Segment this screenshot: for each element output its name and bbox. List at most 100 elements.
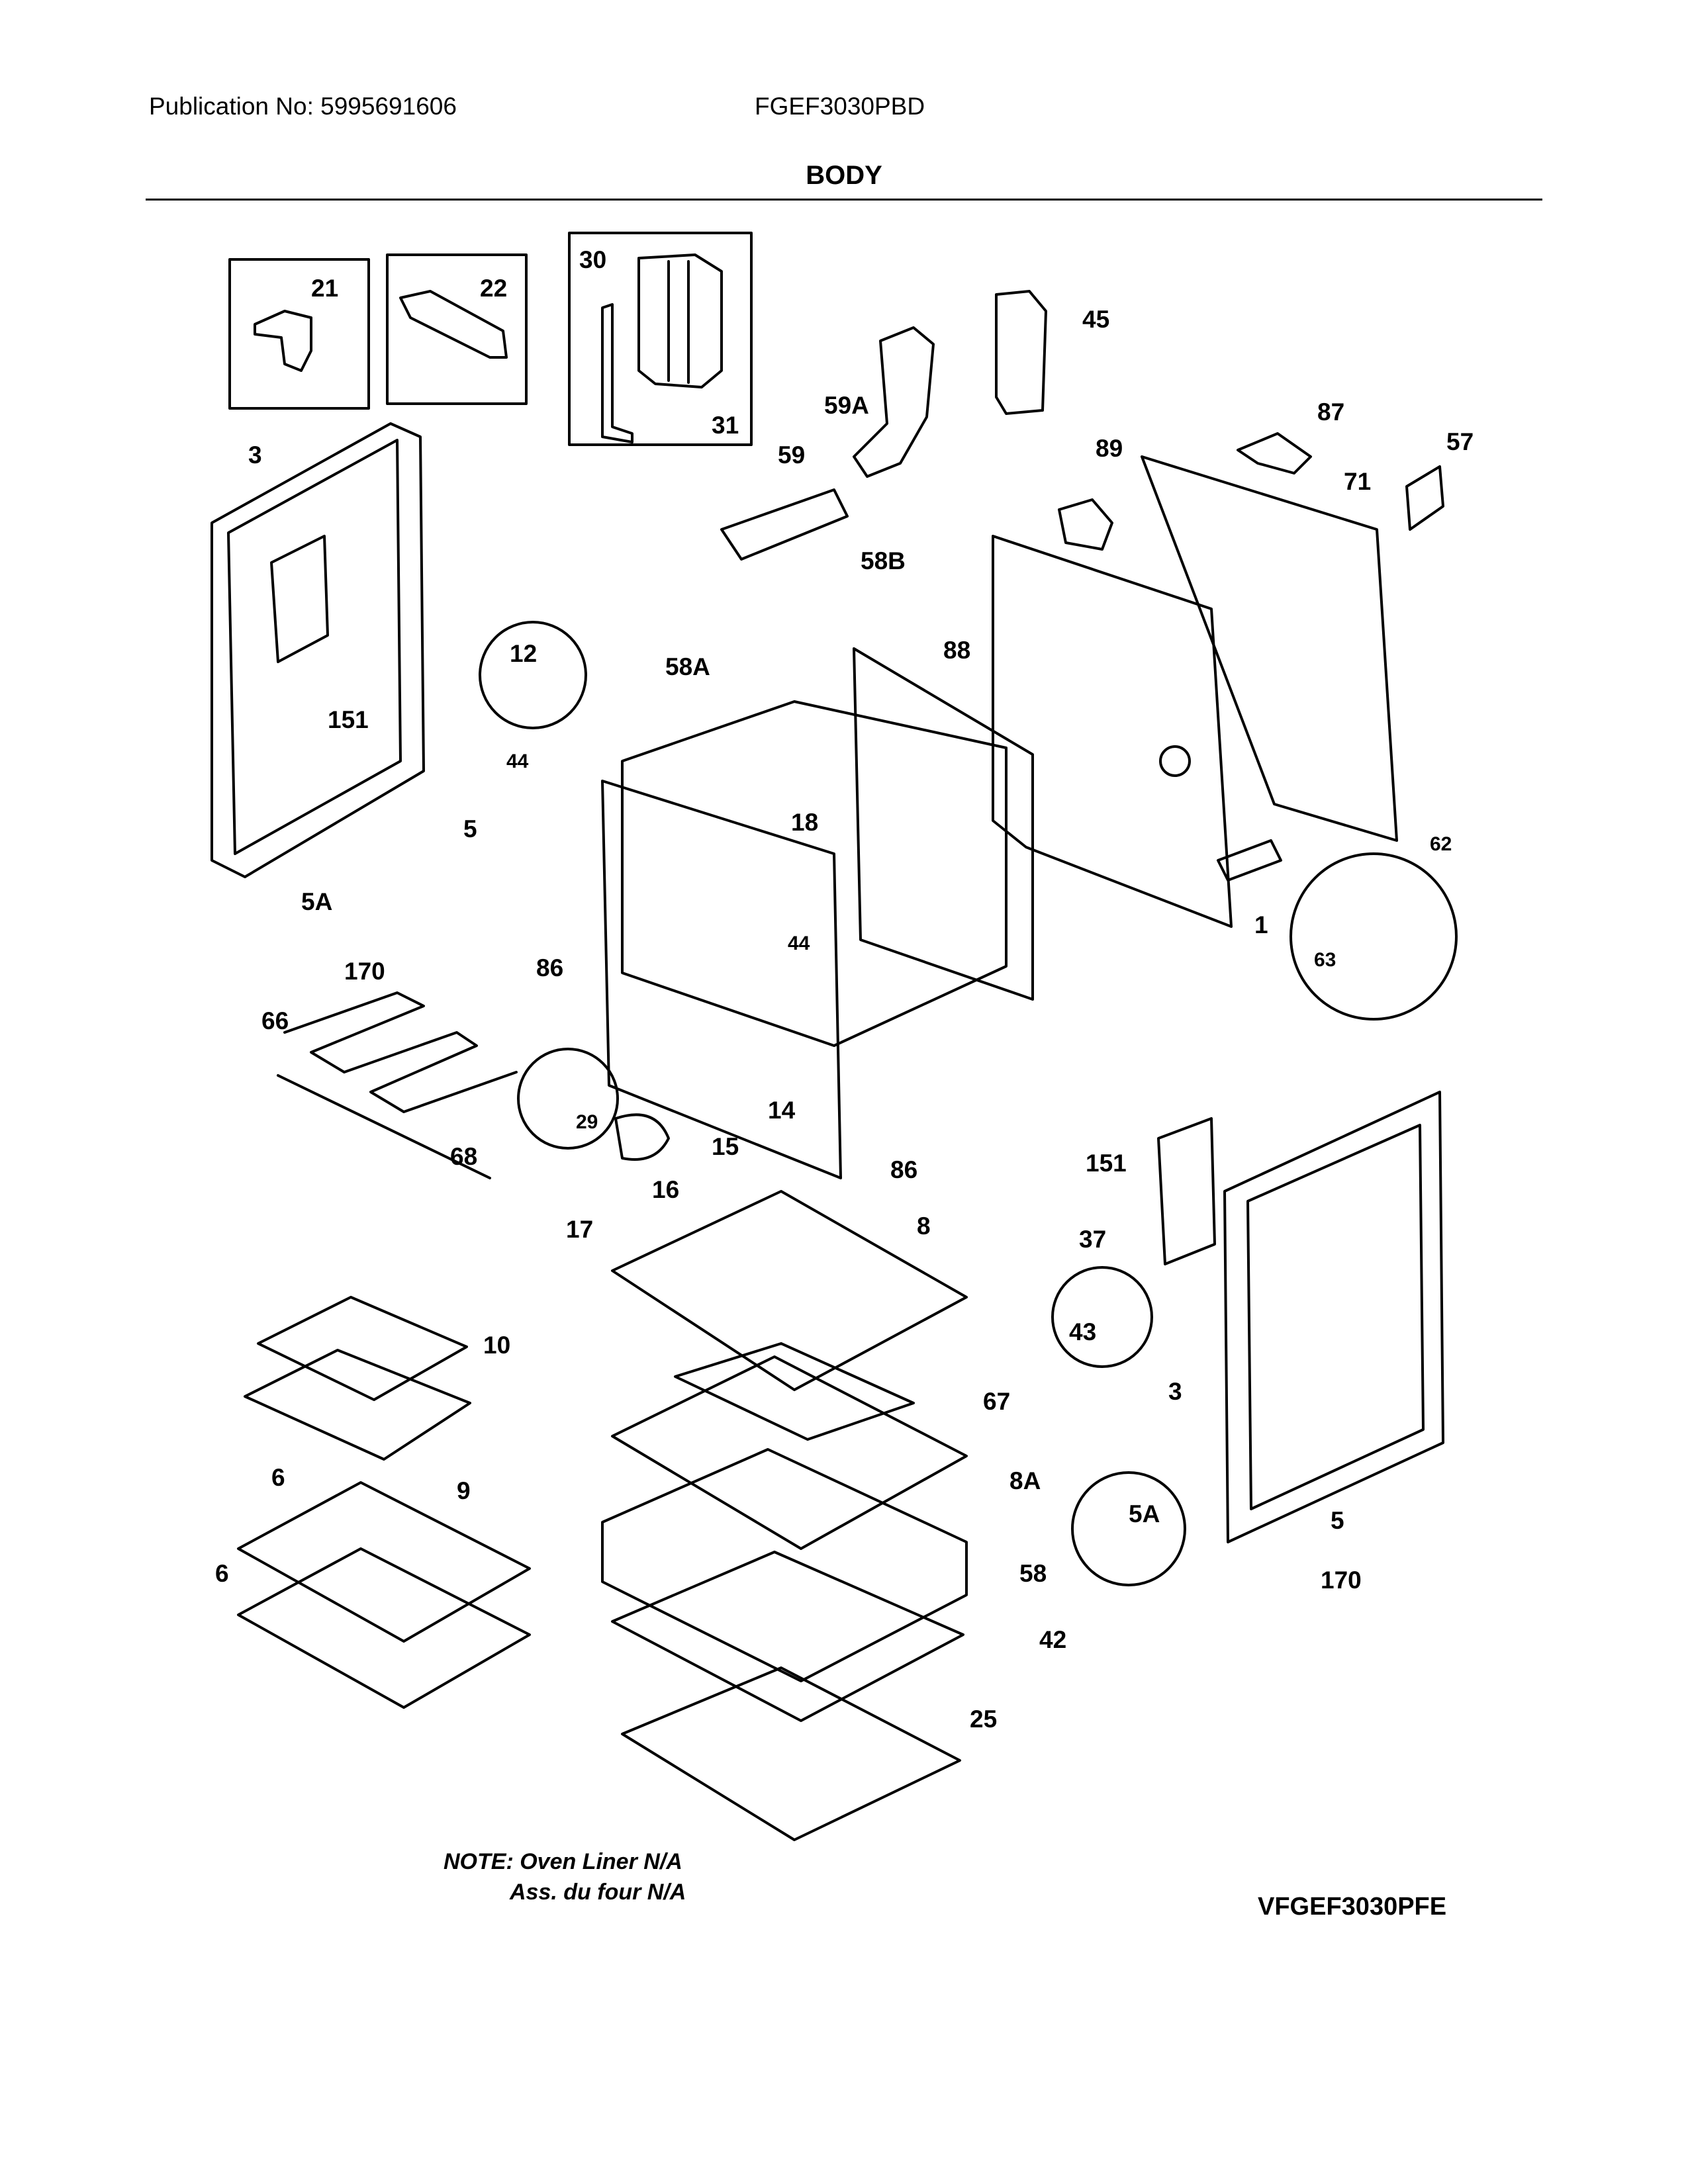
- part-58-bottom-insulation: [601, 1448, 968, 1682]
- callout-44-lower: 44: [788, 933, 810, 954]
- callout-42: 42: [1039, 1626, 1066, 1653]
- part-45-cover: [995, 290, 1047, 415]
- part-21-bracket: [254, 310, 312, 372]
- part-62-magnified: [1289, 852, 1458, 1021]
- part-89-bracket: [1058, 498, 1113, 551]
- part-151-left-bracket: [270, 535, 329, 663]
- callout-17: 17: [566, 1216, 593, 1243]
- callout-21: 21: [311, 275, 338, 302]
- part-6-oven-rack-upper: [237, 1481, 531, 1643]
- part-57-panel: [1405, 465, 1444, 531]
- callout-58a: 58A: [665, 653, 710, 680]
- callout-45: 45: [1082, 306, 1109, 333]
- part-12-magnified: [479, 621, 587, 729]
- callout-44-upper: 44: [506, 751, 529, 772]
- callout-12: 12: [510, 640, 537, 667]
- callout-5a-right: 5A: [1129, 1500, 1160, 1527]
- callout-9: 9: [457, 1477, 471, 1504]
- part-66-broil-element: [283, 991, 518, 1113]
- part-3-left-panel-inner: [227, 439, 402, 855]
- callout-5-left: 5: [463, 815, 477, 842]
- part-22-bracket: [399, 290, 508, 359]
- callout-37: 37: [1079, 1226, 1106, 1253]
- callout-170-right: 170: [1321, 1567, 1362, 1594]
- inset-box-22: [386, 253, 528, 405]
- callout-151-left: 151: [328, 706, 369, 733]
- part-8-oven-bottom: [611, 1190, 968, 1391]
- callout-14: 14: [768, 1097, 796, 1124]
- inset-box-30-31: [568, 232, 753, 446]
- callout-170-left: 170: [344, 958, 385, 985]
- part-58a-oven-wrap: [621, 700, 1008, 1047]
- part-3-right-panel-inner: [1246, 1124, 1425, 1510]
- part-59a-duct: [853, 326, 935, 478]
- part-3-left-side-panel: [211, 422, 425, 878]
- callout-8a: 8A: [1009, 1467, 1041, 1494]
- callout-68: 68: [450, 1143, 477, 1170]
- oven-front-frame: [601, 780, 842, 1179]
- callout-58: 58: [1019, 1560, 1047, 1587]
- callout-62: 62: [1430, 833, 1452, 855]
- back-frame-hole: [1159, 745, 1191, 777]
- callout-88: 88: [943, 637, 970, 664]
- part-87-plate: [1237, 432, 1312, 475]
- part-30-switch: [637, 253, 723, 388]
- oven-liner-note: NOTE: Oven Liner N/A Ass. du four N/A: [444, 1846, 686, 1907]
- note-line-2: Ass. du four N/A: [510, 1880, 686, 1905]
- callout-29: 29: [576, 1111, 598, 1133]
- part-71-back-panel: [1141, 455, 1398, 842]
- callout-30: 30: [579, 246, 606, 273]
- callout-59a: 59A: [824, 392, 869, 419]
- callout-3-left: 3: [248, 441, 262, 469]
- callout-57: 57: [1446, 428, 1474, 455]
- part-151-right-bracket: [1157, 1117, 1216, 1265]
- callout-151-right: 151: [1086, 1150, 1127, 1177]
- callout-31: 31: [712, 412, 739, 439]
- part-67-bake-element: [674, 1342, 915, 1441]
- callout-59: 59: [778, 441, 805, 469]
- part-31-rod: [601, 303, 633, 443]
- callout-6-lower: 6: [215, 1560, 229, 1587]
- part-25-bottom-panel: [621, 1666, 961, 1841]
- callout-16: 16: [652, 1176, 679, 1203]
- part-68-rail: [277, 1074, 491, 1179]
- part-9-broil-pan: [244, 1349, 471, 1461]
- model-number: FGEF3030PBD: [755, 93, 925, 120]
- page-title: BODY: [806, 161, 882, 190]
- callout-8: 8: [917, 1212, 931, 1240]
- part-3-right-side-panel: [1223, 1091, 1444, 1543]
- callout-67: 67: [983, 1388, 1010, 1415]
- part-6-oven-rack-lower: [237, 1547, 531, 1709]
- callout-15: 15: [712, 1133, 739, 1160]
- part-59-duct: [720, 488, 849, 561]
- callout-86-left: 86: [536, 954, 563, 981]
- publication-number: Publication No: 5995691606: [149, 93, 457, 120]
- callout-87: 87: [1317, 398, 1344, 426]
- part-42-bottom-pan: [611, 1551, 964, 1722]
- part-43-magnified: [1051, 1266, 1153, 1368]
- inset-box-21: [228, 258, 370, 410]
- callout-6-upper: 6: [271, 1464, 285, 1491]
- callout-25: 25: [970, 1706, 997, 1733]
- part-62-terminal-block: [1217, 839, 1282, 882]
- callout-58b: 58B: [861, 547, 906, 574]
- part-10-broil-grid: [257, 1296, 468, 1401]
- diagram-code: VFGEF3030PFE: [1258, 1893, 1447, 1921]
- note-line-1: NOTE: Oven Liner N/A: [444, 1849, 682, 1874]
- callout-1: 1: [1254, 911, 1268, 938]
- part-58b-insulation: [853, 647, 1034, 1001]
- part-5a-magnified: [1071, 1471, 1186, 1586]
- callout-18: 18: [791, 809, 818, 836]
- part-8a-bottom-trim: [611, 1355, 968, 1550]
- callout-3-right: 3: [1168, 1378, 1182, 1405]
- callout-66: 66: [261, 1007, 289, 1034]
- part-29-magnified: [517, 1048, 619, 1150]
- callout-43: 43: [1069, 1318, 1096, 1345]
- callout-89: 89: [1096, 435, 1123, 462]
- part-16-lamp-cover: [614, 1113, 670, 1161]
- callout-22: 22: [480, 275, 507, 302]
- callout-5a-left: 5A: [301, 888, 332, 915]
- callout-63: 63: [1314, 949, 1336, 971]
- callout-5-right: 5: [1331, 1507, 1344, 1534]
